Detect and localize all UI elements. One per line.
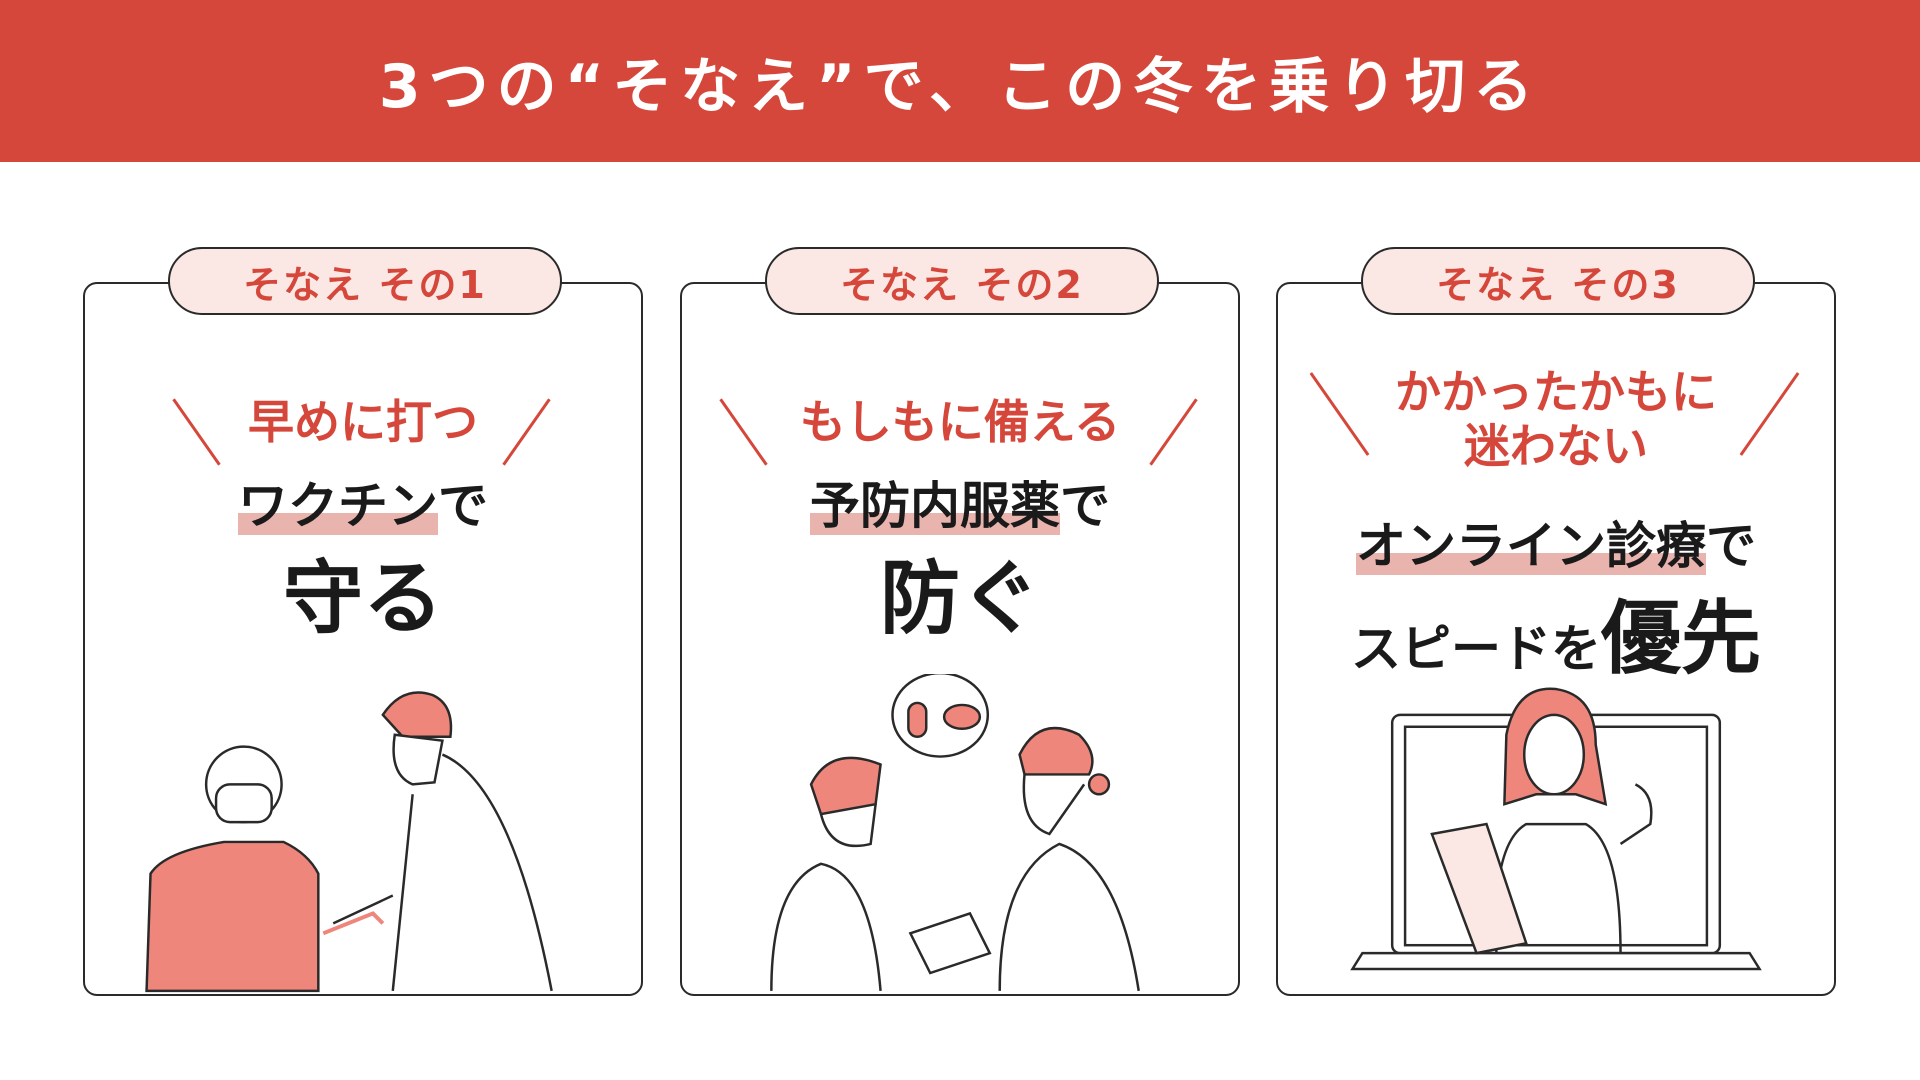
card-heading-line1: 予防内服薬で [682, 466, 1238, 538]
vaccination-illustration [145, 691, 553, 993]
heading-highlight: ワクチン [238, 477, 438, 535]
card-preventive-medicine: そなえ その2 もしもに備える 予防内服薬で 防ぐ [680, 247, 1240, 996]
card-vaccine: そなえ その1 早めに打つ ワクチンで 守る [83, 247, 643, 996]
card-subtitle-line2: 迷わない [1464, 419, 1648, 473]
card-online-consultation: そなえ その3 かかったかもに 迷わない オンライン診療で スピードを優先 [1276, 247, 1836, 996]
heading-line2-emphasis: 優先 [1601, 592, 1761, 685]
card-subtitle-line1: かかったかもに [1395, 365, 1717, 419]
card-subtitle: 早めに打つ [248, 395, 478, 449]
card-tag: そなえ その3 [1361, 247, 1755, 315]
heading-suffix: で [1060, 477, 1110, 535]
card-heading-line2: 防ぐ [880, 552, 1040, 645]
page-title: 3つの“そなえ”で、この冬を乗り切る [378, 51, 1542, 122]
card-subtitle: もしもに備える [799, 395, 1121, 449]
card-heading-line1: オンライン診療で [1278, 506, 1834, 578]
heading-highlight: オンライン診療 [1356, 517, 1706, 575]
card-heading-line2: スピードを優先 [1278, 574, 1834, 690]
heading-suffix: で [1706, 517, 1756, 575]
card-tag: そなえ その1 [168, 247, 562, 315]
online-doctor-laptop-illustration [1350, 687, 1762, 971]
header-banner: 3つの“そなえ”で、この冬を乗り切る [0, 0, 1920, 162]
card-tag: そなえ その2 [765, 247, 1159, 315]
heading-suffix: で [438, 477, 488, 535]
card-heading-line1: ワクチンで [85, 466, 641, 538]
heading-line2-text: スピードを [1351, 620, 1601, 678]
heading-highlight: 予防内服薬 [810, 477, 1060, 535]
medicine-consultation-illustration [770, 674, 1140, 992]
card-heading-line2: 守る [283, 552, 443, 645]
